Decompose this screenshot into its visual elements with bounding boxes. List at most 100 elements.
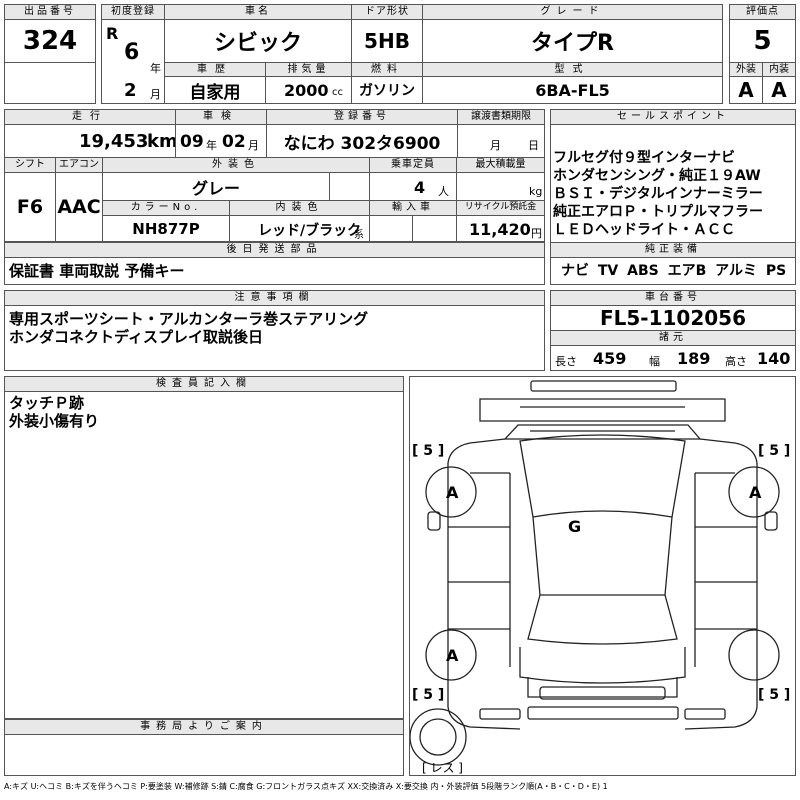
aircon-value: AAC [55, 172, 103, 242]
mark-a-tr: A [749, 483, 762, 502]
notes-line: ホンダコネクトディスプレイ取説後日 [9, 328, 263, 346]
sales-point-line: ホンダセンシング・純正１９AW [553, 168, 761, 184]
car-diagram: [ 5 ] [ 5 ] [ 5 ] [ 5 ] A A A G [ レス ] [409, 376, 796, 776]
score-ext-label: 外装 [729, 62, 763, 77]
transfer-box: 月 日 [457, 124, 545, 158]
import-cell-1 [369, 215, 413, 242]
model-value: 6BA-FL5 [422, 76, 723, 104]
grade-value: タイプR [422, 19, 723, 63]
mileage-label: 走行 [4, 109, 176, 125]
displacement-unit: cc [332, 87, 343, 98]
displacement-label: 排気量 [265, 62, 352, 77]
grade-label: グレード [422, 4, 723, 20]
later-parts-label: 後日発送部品 [4, 242, 545, 258]
shift-value: F6 [4, 172, 56, 242]
inspector-line: タッチＰ跡 [9, 394, 85, 412]
max-load-label: 最大積載量 [456, 157, 545, 173]
inspector-label: 検査員記入欄 [4, 376, 404, 392]
notes-box: 専用スポーツシート・アルカンターラ巻ステアリング ホンダコネクトディスプレイ取説… [4, 305, 545, 371]
mark-g: G [568, 517, 581, 536]
specs-length-label: 長さ [555, 355, 577, 368]
first-reg-year: 6 [124, 40, 140, 65]
later-parts-value: 保証書 車両取説 予備キー [9, 262, 185, 280]
first-reg-month-unit: 月 [150, 88, 161, 101]
inspector-box: タッチＰ跡 外装小傷有り [4, 391, 404, 719]
transfer-label: 譲渡書類期限 [457, 109, 545, 125]
inspection-month-unit: 月 [248, 139, 259, 152]
score-value: 5 [729, 19, 796, 63]
car-diagram-svg: [ 5 ] [ 5 ] [ 5 ] [ 5 ] A A A G [ レス ] [410, 380, 790, 775]
office-label: 事務局よりご案内 [4, 719, 404, 735]
equipment-label: 純正装備 [550, 242, 796, 258]
transfer-month-unit: 月 [490, 139, 501, 152]
ext-color-label: 外装色 [102, 157, 370, 173]
int-color-box: レッド/ブラック 系 [229, 215, 370, 242]
color-no-label: カラーNo. [102, 200, 230, 216]
first-reg-era: R [106, 24, 119, 43]
recycle-unit: 円 [531, 227, 542, 240]
inspection-month: 02 [222, 132, 246, 152]
specs-length: 459 [593, 349, 627, 368]
displacement-box: 2000 cc [265, 76, 352, 104]
specs-label: 諸元 [550, 330, 796, 346]
lot-label: 出品番号 [4, 4, 96, 20]
tire-bl: [ 5 ] [412, 687, 444, 703]
equipment-box: ナビ TV ABS エアB アルミ PS PW [550, 257, 796, 285]
int-color-label: 内装色 [229, 200, 370, 216]
tire-tl: [ 5 ] [412, 443, 444, 459]
score-label: 評価点 [729, 4, 796, 20]
equipment-value: ナビ TV ABS エアB アルミ PS PW [561, 263, 796, 279]
first-reg-year-unit: 年 [150, 62, 161, 75]
max-load-unit: kg [529, 185, 543, 198]
sales-point-line: ＢＳＩ・デジタルインナーミラー [553, 186, 763, 202]
inspection-box: 09 年 02 月 [175, 124, 267, 158]
capacity-value: 4 [414, 178, 426, 197]
legend: A:キズ U:ヘコミ B:キズを伴うヘコミ P:要塗装 W:補修跡 S:錆 C:… [4, 782, 608, 791]
inspector-line: 外装小傷有り [9, 412, 100, 430]
ext-color-blank [329, 172, 370, 201]
reg-no-label: 登録番号 [266, 109, 458, 125]
car-name: シビック [164, 19, 352, 63]
fuel-value: ガソリン [351, 76, 423, 104]
recycle-value: 11,420 [469, 220, 531, 239]
import-label: 輸入車 [369, 200, 457, 216]
first-reg-box: R 6 年 2 月 [101, 19, 165, 104]
inspection-year: 09 [180, 132, 204, 152]
notes-label: 注意事項欄 [4, 290, 545, 306]
history-label: 車歴 [164, 62, 266, 77]
capacity-box: 4 人 [369, 172, 457, 201]
tire-br: [ 5 ] [758, 687, 790, 703]
max-load-box: kg [456, 172, 545, 201]
inspection-year-unit: 年 [206, 139, 217, 152]
reg-no-value: なにわ 302タ6900 [266, 124, 458, 158]
displacement-value: 2000 [284, 81, 329, 100]
history-value: 自家用 [164, 76, 266, 104]
specs-height-label: 高さ [725, 355, 747, 368]
score-int-label: 内装 [762, 62, 796, 77]
capacity-label: 乗車定員 [369, 157, 457, 173]
score-int: A [762, 76, 796, 104]
later-parts-box: 保証書 車両取説 予備キー [4, 257, 545, 285]
capacity-unit: 人 [438, 185, 449, 198]
specs-height: 140 [757, 349, 791, 368]
tire-tr: [ 5 ] [758, 443, 790, 459]
sales-point-line: フルセグ付９型インターナビ [553, 150, 735, 166]
transfer-day-unit: 日 [528, 139, 539, 152]
import-cell-2 [412, 215, 457, 242]
mark-a-tl: A [446, 483, 459, 502]
int-color-unit: 系 [354, 230, 364, 241]
shift-label: シフト [4, 157, 56, 173]
lot-blank [4, 62, 96, 104]
spare-tire-label: [ レス ] [422, 761, 463, 775]
door-type: 5HB [351, 19, 423, 63]
specs-box: 長さ 459 幅 189 高さ 140 [550, 345, 796, 371]
fuel-label: 燃料 [351, 62, 423, 77]
sales-point-line: 純正エアロＰ・トリプルマフラー [553, 204, 763, 220]
specs-width-label: 幅 [649, 355, 660, 368]
sales-points-label: セールスポイント [550, 109, 796, 125]
specs-width: 189 [677, 349, 711, 368]
int-color-value: レッド/ブラック [258, 223, 362, 239]
mileage-box: 19,453 km [4, 124, 176, 158]
color-no-value: NH877P [102, 215, 230, 242]
score-ext: A [729, 76, 763, 104]
